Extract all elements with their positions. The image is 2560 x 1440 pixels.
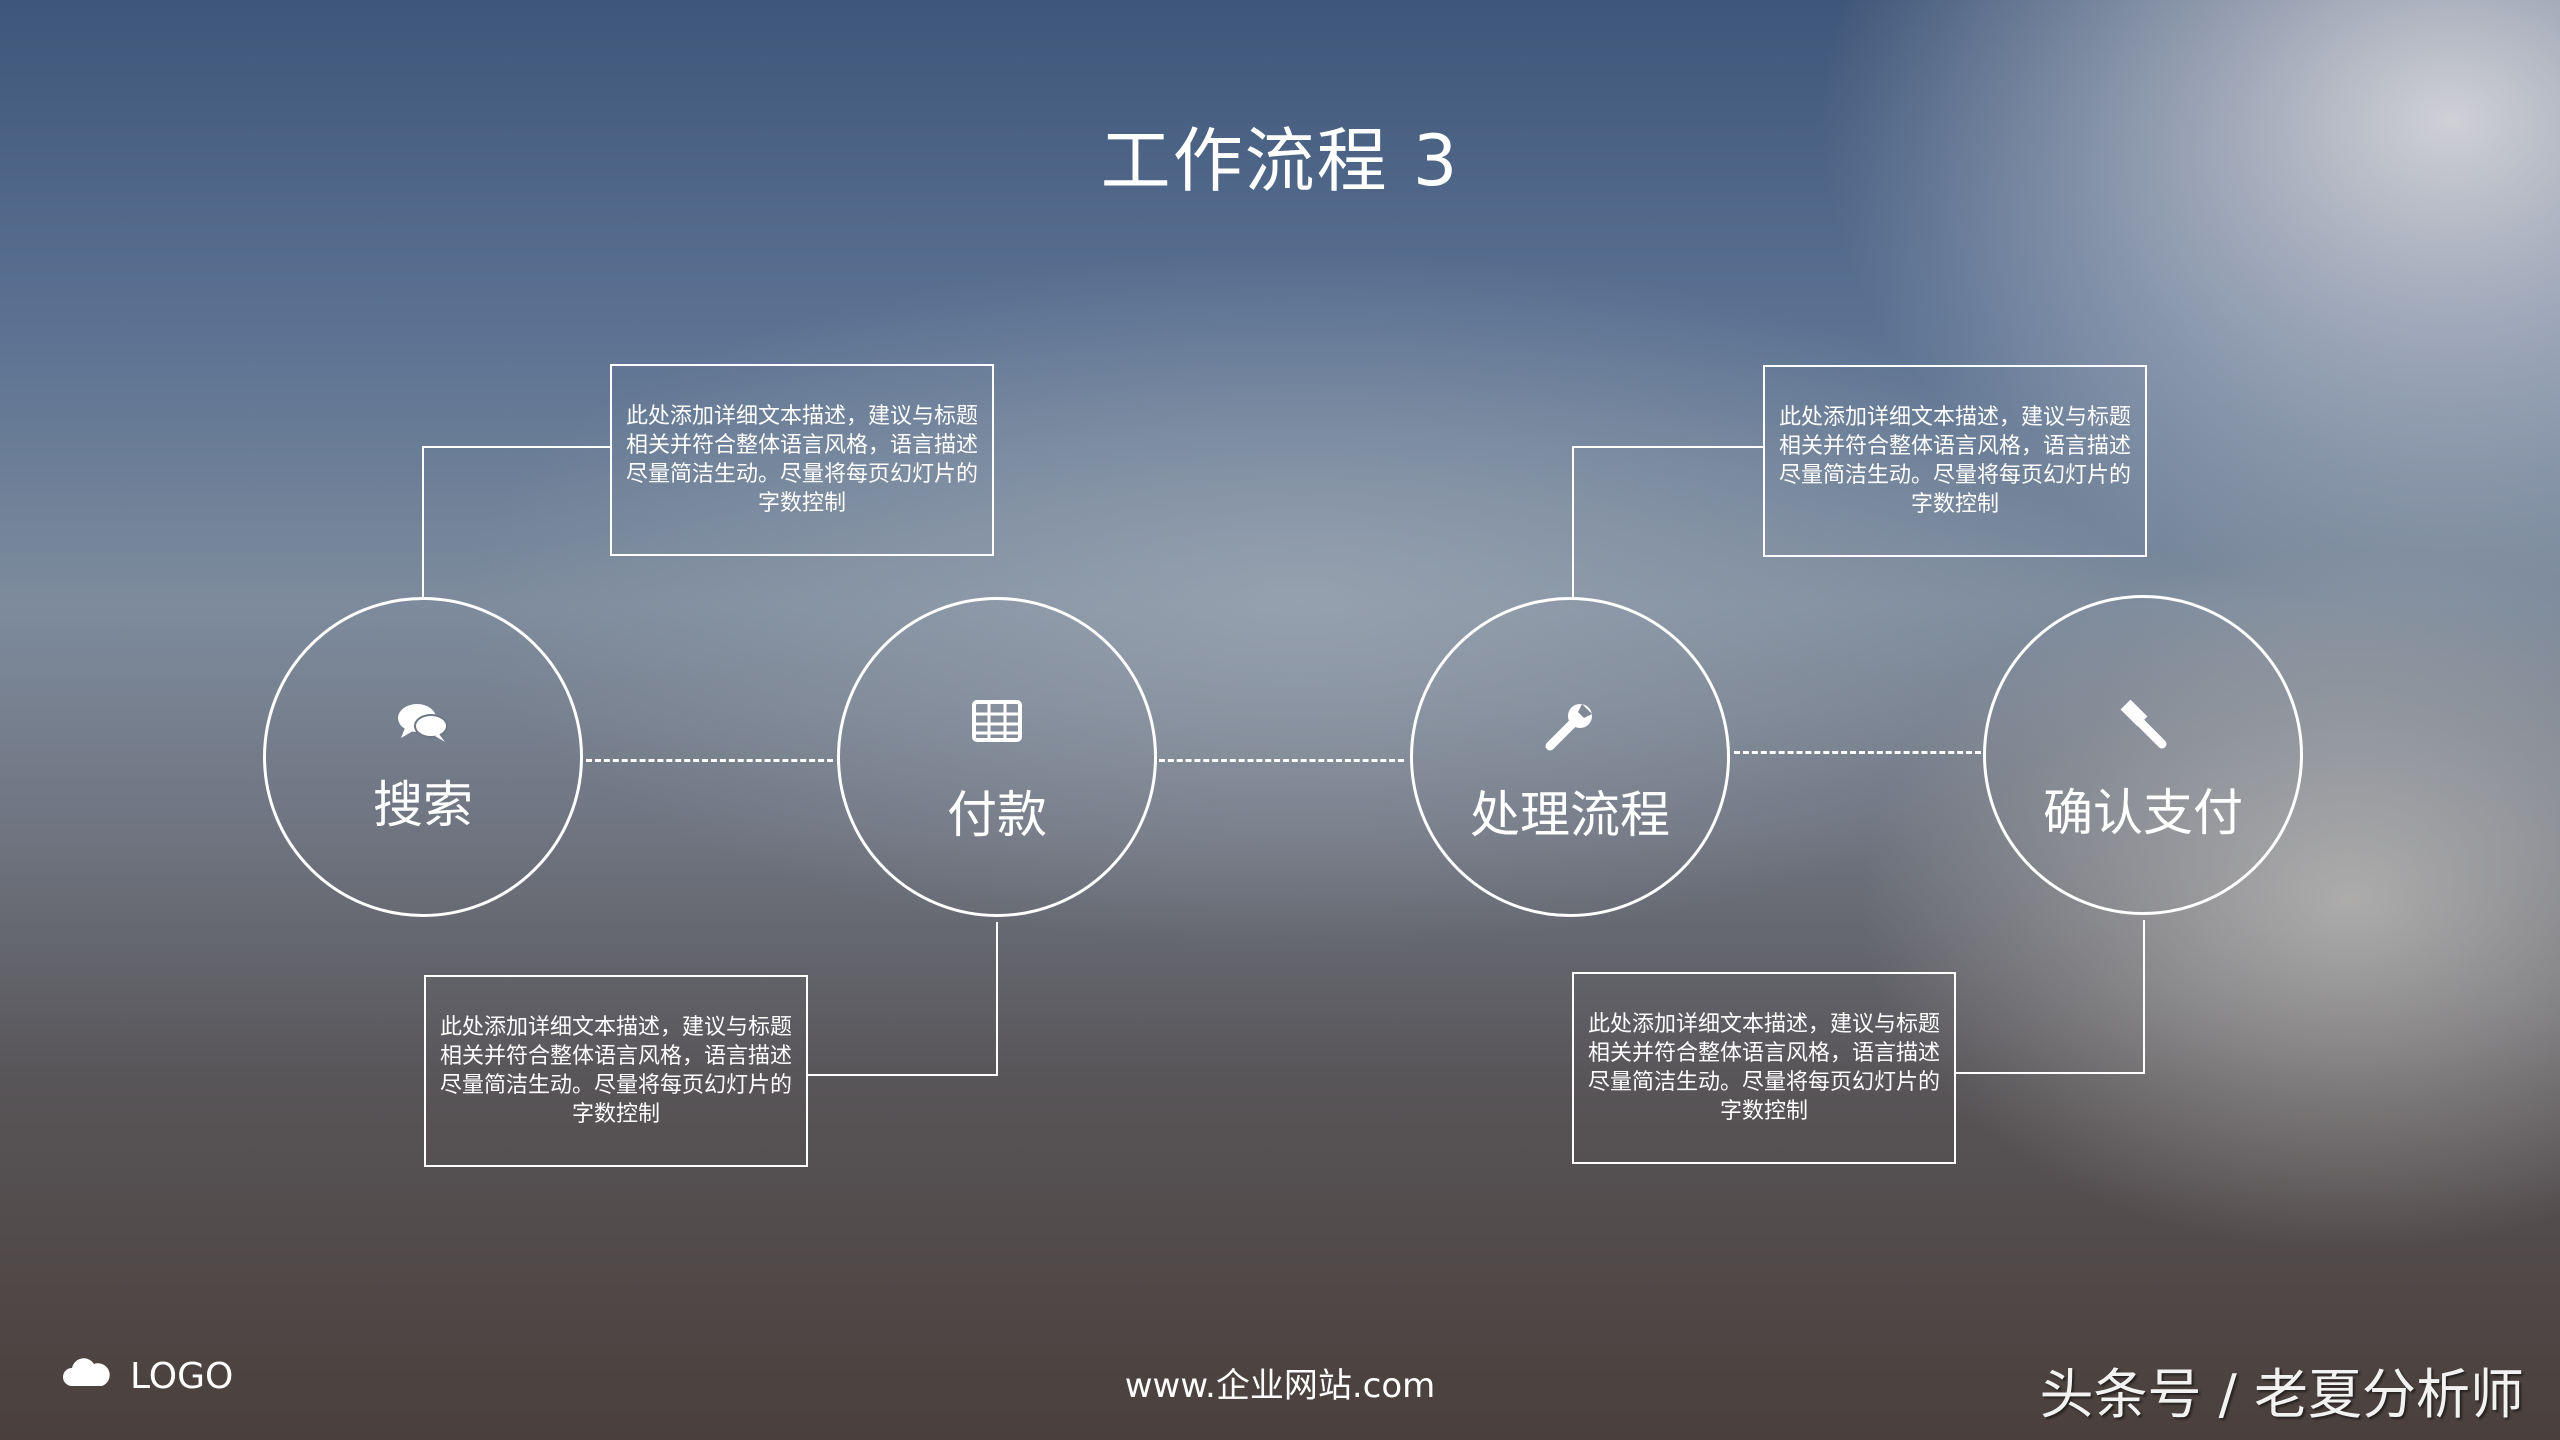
description-text: 此处添加详细文本描述，建议与标题相关并符合整体语言风格，语言描述尽量简洁生动。尽… [1587, 1012, 1940, 1124]
step-label: 处理流程 [1470, 786, 1670, 844]
step-label: 付款 [947, 786, 1047, 844]
wrench-icon [1413, 700, 1727, 756]
dashed-connector [586, 759, 833, 762]
gavel-icon [1986, 698, 2300, 754]
step-payment: 付款 [837, 597, 1157, 917]
connector-line [422, 447, 424, 599]
description-box: 此处添加详细文本描述，建议与标题相关并符合整体语言风格，语言描述尽量简洁生动。尽… [1763, 365, 2147, 557]
connector-line [806, 1074, 998, 1076]
step-processing: 处理流程 [1410, 597, 1730, 917]
connector-line [1572, 447, 1574, 599]
description-box: 此处添加详细文本描述，建议与标题相关并符合整体语言风格，语言描述尽量简洁生动。尽… [610, 364, 994, 556]
description-box: 此处添加详细文本描述，建议与标题相关并符合整体语言风格，语言描述尽量简洁生动。尽… [424, 975, 808, 1167]
cloud-icon [62, 1356, 110, 1397]
watermark: 头条号 / 老夏分析师 [2039, 1363, 2524, 1426]
description-text: 此处添加详细文本描述，建议与标题相关并符合整体语言风格，语言描述尽量简洁生动。尽… [1778, 405, 2131, 517]
dashed-connector [1734, 751, 1981, 754]
connector-line [1572, 446, 1765, 448]
step-confirm-payment: 确认支付 [1983, 595, 2303, 915]
connector-line [996, 922, 998, 1076]
logo-text: LOGO [130, 1356, 234, 1397]
description-box: 此处添加详细文本描述，建议与标题相关并符合整体语言风格，语言描述尽量简洁生动。尽… [1572, 972, 1956, 1164]
step-label: 搜索 [373, 776, 473, 834]
dashed-connector [1159, 759, 1404, 762]
description-text: 此处添加详细文本描述，建议与标题相关并符合整体语言风格，语言描述尽量简洁生动。尽… [439, 1015, 792, 1127]
connector-line [422, 446, 612, 448]
chat-bubbles-icon [266, 700, 580, 750]
step-label: 确认支付 [2043, 784, 2243, 842]
step-search: 搜索 [263, 597, 583, 917]
slide-title: 工作流程 3 [1100, 120, 1460, 202]
table-grid-icon [840, 700, 1154, 746]
connector-line [2143, 920, 2145, 1074]
logo: LOGO [62, 1356, 233, 1397]
connector-line [1954, 1072, 2145, 1074]
website-url: www.企业网站.com [1124, 1366, 1436, 1406]
description-text: 此处添加详细文本描述，建议与标题相关并符合整体语言风格，语言描述尽量简洁生动。尽… [625, 404, 978, 516]
